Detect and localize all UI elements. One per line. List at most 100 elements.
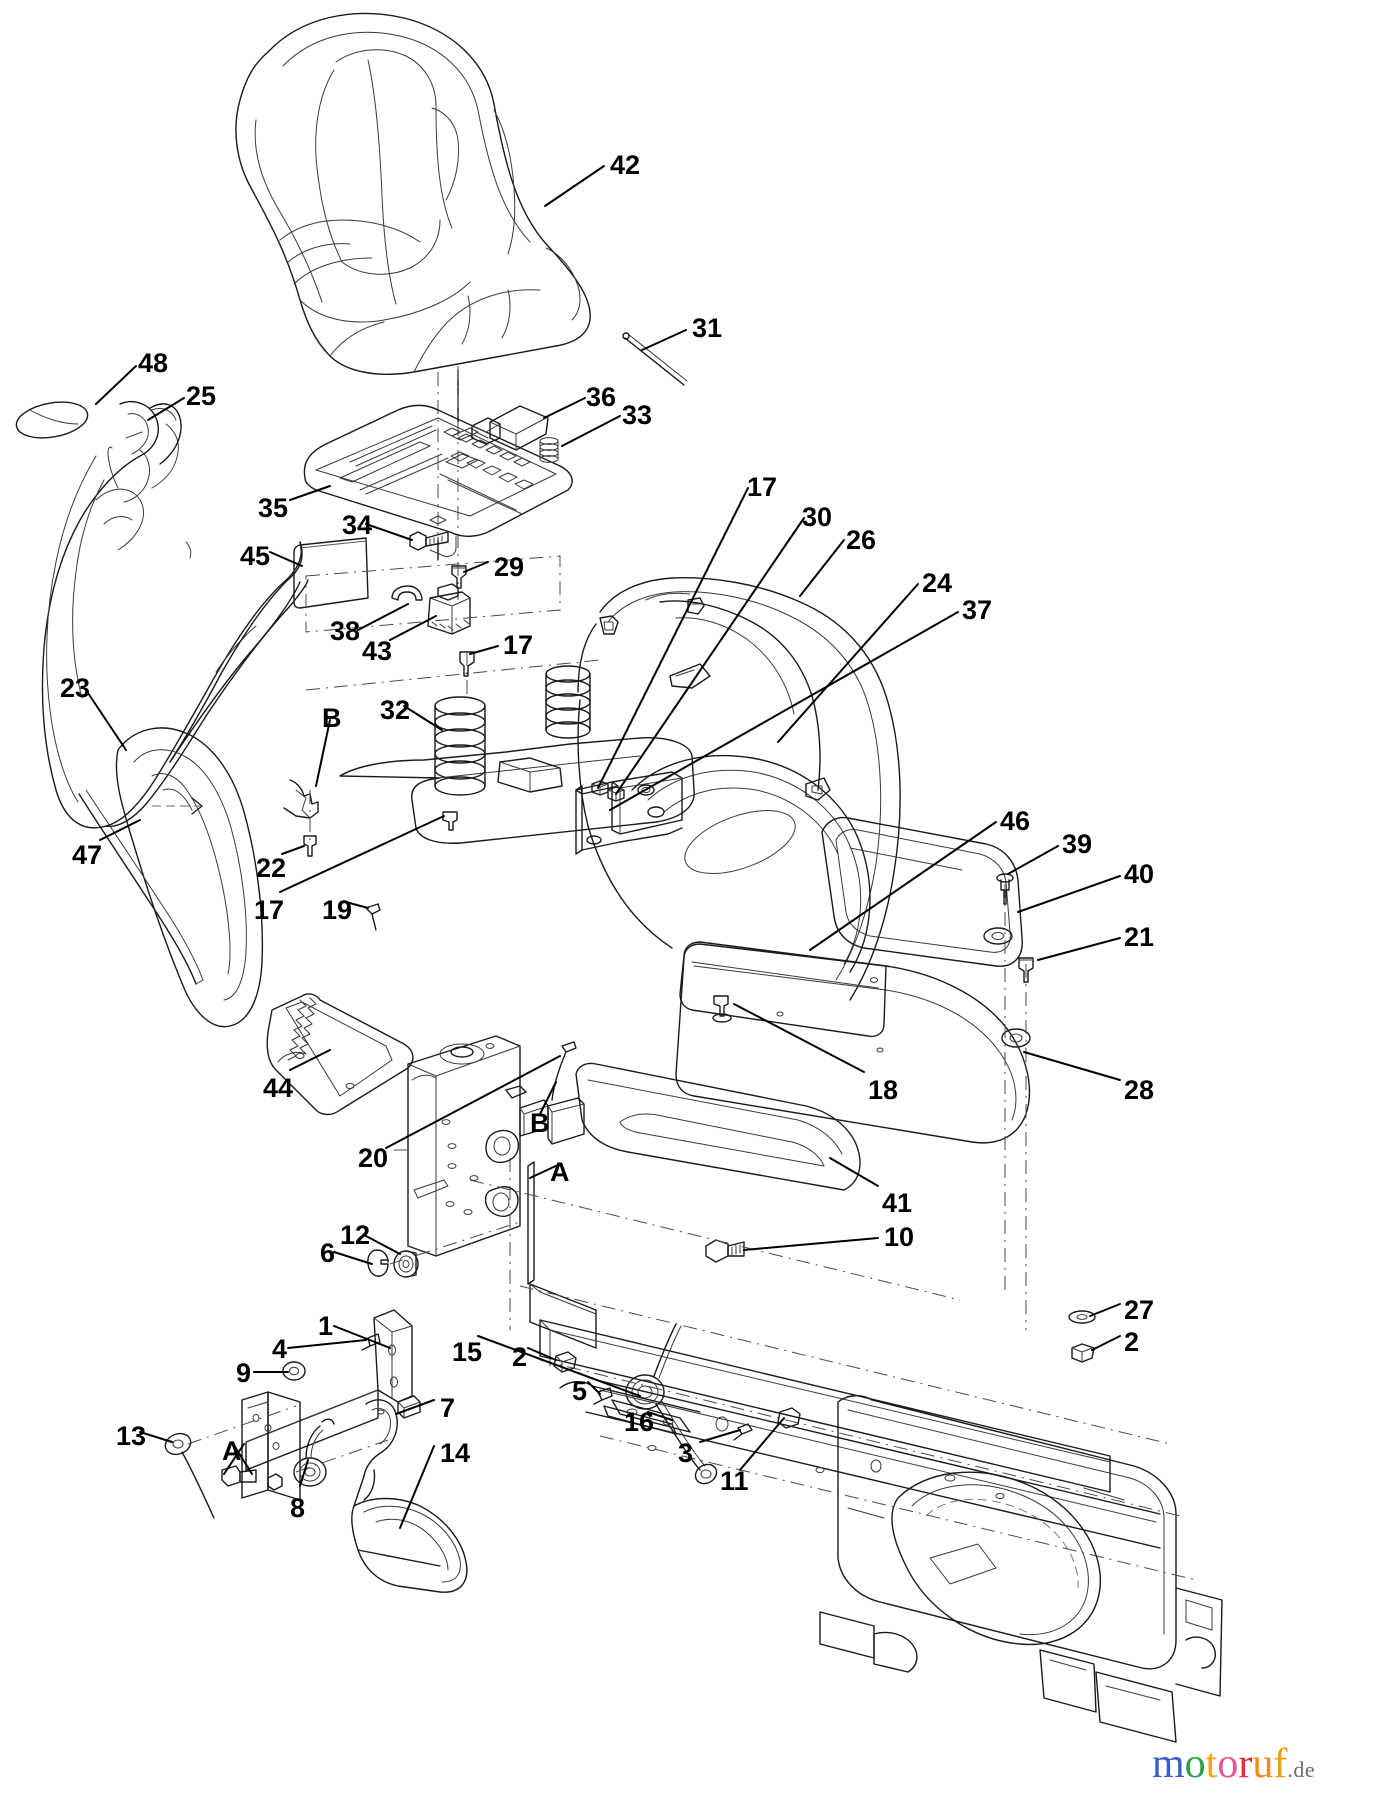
callout-24: 24 (922, 568, 953, 598)
callout-a: A (550, 1157, 570, 1187)
part-main-frame (469, 1179, 1223, 1743)
part-fender-panel-40 (821, 816, 1023, 967)
callout-35: 35 (258, 493, 289, 523)
callout-36: 36 (586, 382, 617, 412)
site-watermark: motoruf.de (1152, 1743, 1315, 1785)
callout-8: 8 (290, 1493, 306, 1523)
callout-19: 19 (322, 895, 353, 925)
callout-18: 18 (868, 1075, 899, 1105)
part-bushing-12 (393, 1250, 419, 1278)
part-spring-right (545, 665, 591, 739)
callout-46: 46 (1000, 806, 1031, 836)
callout-20: 20 (358, 1143, 389, 1173)
part-strip-47 (78, 789, 204, 985)
arrowhead-47 (191, 797, 203, 815)
part-pin-20 (551, 1041, 577, 1101)
callout-2: 2 (1124, 1327, 1140, 1357)
callout-21: 21 (1124, 922, 1155, 952)
callout-42: 42 (610, 150, 641, 180)
watermark-letter: m (1152, 1741, 1185, 1787)
callout-b: B (322, 703, 342, 733)
callout-16: 16 (624, 1407, 655, 1437)
part-lever-handle-7 (353, 1399, 398, 1507)
callout-26: 26 (846, 525, 877, 555)
callout-3: 3 (678, 1438, 694, 1468)
part-nut-2b (1071, 1343, 1095, 1363)
callout-a: A (222, 1436, 242, 1466)
watermark-letter: o (1217, 1741, 1239, 1787)
part-pedal-14 (351, 1497, 468, 1593)
callout-15: 15 (452, 1337, 483, 1367)
watermark-letter: f (1273, 1741, 1288, 1787)
callout-43: 43 (362, 636, 393, 666)
center-line-8 (295, 1439, 389, 1473)
callout-4: 4 (272, 1334, 288, 1364)
callout-22: 22 (256, 853, 287, 883)
part-fastener-17d (442, 811, 458, 831)
part-knob-48 (15, 401, 89, 439)
part-footrest-44 (266, 993, 414, 1116)
callout-47: 47 (72, 840, 103, 870)
callout-41: 41 (882, 1188, 913, 1218)
callout-45: 45 (240, 541, 271, 571)
part-bolt-34 (409, 531, 449, 551)
callout-12: 12 (340, 1220, 371, 1250)
part-seat-mount-plate (339, 737, 695, 855)
callout-6: 6 (320, 1238, 336, 1268)
callout-17: 17 (503, 630, 534, 660)
part-fastener-22 (303, 835, 317, 857)
part-switch-36 (471, 405, 549, 451)
callout-1: 1 (318, 1311, 334, 1341)
callout-10: 10 (884, 1222, 915, 1252)
callout-23: 23 (60, 673, 91, 703)
part-fastener-29 (451, 565, 467, 589)
callout-25: 25 (186, 381, 217, 411)
callout-39: 39 (1062, 829, 1093, 859)
part-armrest-25 (41, 400, 319, 829)
callout-11: 11 (720, 1466, 749, 1496)
watermark-suffix: .de (1287, 1757, 1316, 1782)
callout-27: 27 (1124, 1295, 1155, 1325)
part-rod-31 (622, 332, 688, 386)
part-bolt-5 (593, 1387, 613, 1405)
callout-b: B (530, 1108, 550, 1138)
watermark-letter: u (1252, 1741, 1274, 1787)
center-line-13 (187, 1405, 297, 1445)
part-spring-32 (434, 696, 486, 796)
part-fastener-21 (1018, 957, 1034, 983)
watermark-letter: t (1205, 1741, 1218, 1787)
part-bolt-3 (733, 1423, 753, 1441)
callout-29: 29 (494, 552, 525, 582)
part-clip-6 (367, 1249, 389, 1277)
part-washer-27 (1068, 1310, 1096, 1324)
part-seat-42 (235, 12, 591, 375)
part-panel-41 (575, 1062, 861, 1191)
part-fender-panel-28 (675, 943, 1031, 1144)
callout-14: 14 (440, 1438, 471, 1468)
callout-34: 34 (342, 510, 373, 540)
callout-32: 32 (380, 695, 411, 725)
part-trim-23 (115, 727, 264, 1028)
callout-17: 17 (254, 895, 285, 925)
callout-2: 2 (512, 1342, 528, 1372)
part-spring-33 (539, 437, 559, 463)
part-bracket-9-housing (241, 1391, 301, 1501)
leader-lines (85, 165, 1121, 1529)
part-rear-body-26 (577, 577, 901, 1001)
part-decal-45 (293, 537, 369, 609)
center-line-12 (389, 1221, 521, 1265)
callout-33: 33 (622, 400, 653, 430)
part-nut-11 (777, 1407, 801, 1429)
callout-40: 40 (1124, 859, 1155, 889)
part-fastener-18 (712, 995, 732, 1023)
callout-48: 48 (138, 348, 169, 378)
callout-9: 9 (236, 1358, 252, 1388)
part-screw-4 (361, 1333, 381, 1351)
watermark-letter: r (1238, 1741, 1253, 1787)
callout-37: 37 (962, 595, 993, 625)
part-nut-17c (459, 651, 475, 677)
part-knob-13 (164, 1432, 215, 1519)
callout-13: 13 (116, 1421, 147, 1451)
